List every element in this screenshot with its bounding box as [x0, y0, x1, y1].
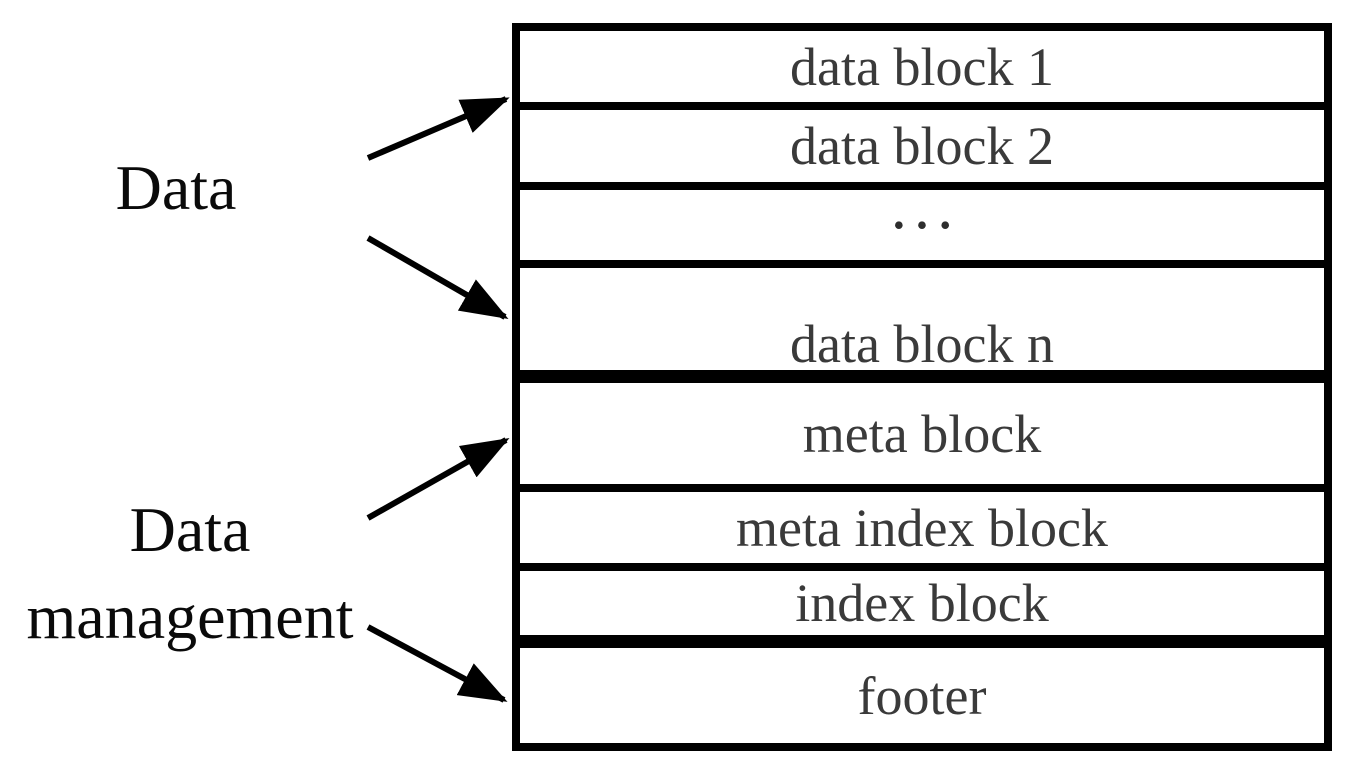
arrow-data-to-data-block-n: [366, 235, 509, 320]
block-data-block-n: data block n: [520, 268, 1324, 383]
arrow-data-management-to-meta-block: [366, 437, 510, 521]
label-data-management-line2: management: [26, 581, 354, 652]
label-data-management: Data management: [0, 486, 380, 660]
ellipsis-dots: •••: [893, 207, 963, 243]
block-meta-index-block-label: meta index block: [736, 497, 1108, 558]
block-meta-index-block: meta index block: [520, 492, 1324, 571]
block-data-block-1-label: data block 1: [790, 36, 1054, 97]
block-data-block-2: data block 2: [520, 110, 1324, 190]
block-index-block: index block: [520, 571, 1324, 648]
block-footer-label: footer: [857, 665, 987, 726]
arrow-data-management-to-footer: [366, 624, 508, 703]
block-meta-block: meta block: [520, 383, 1324, 492]
label-data: Data: [115, 152, 237, 223]
block-data-block-1: data block 1: [520, 31, 1324, 110]
label-data-management-line1: Data: [129, 494, 251, 565]
arrow-data-to-data-block-1: [366, 96, 510, 161]
block-ellipsis: •••: [520, 190, 1324, 268]
block-stack: data block 1 data block 2 ••• data block…: [512, 23, 1332, 751]
block-meta-block-label: meta block: [802, 403, 1042, 464]
block-data-block-2-label: data block 2: [790, 116, 1054, 176]
block-index-block-label: index block: [795, 573, 1049, 633]
block-data-block-n-label: data block n: [790, 314, 1054, 374]
block-footer: footer: [520, 648, 1324, 743]
